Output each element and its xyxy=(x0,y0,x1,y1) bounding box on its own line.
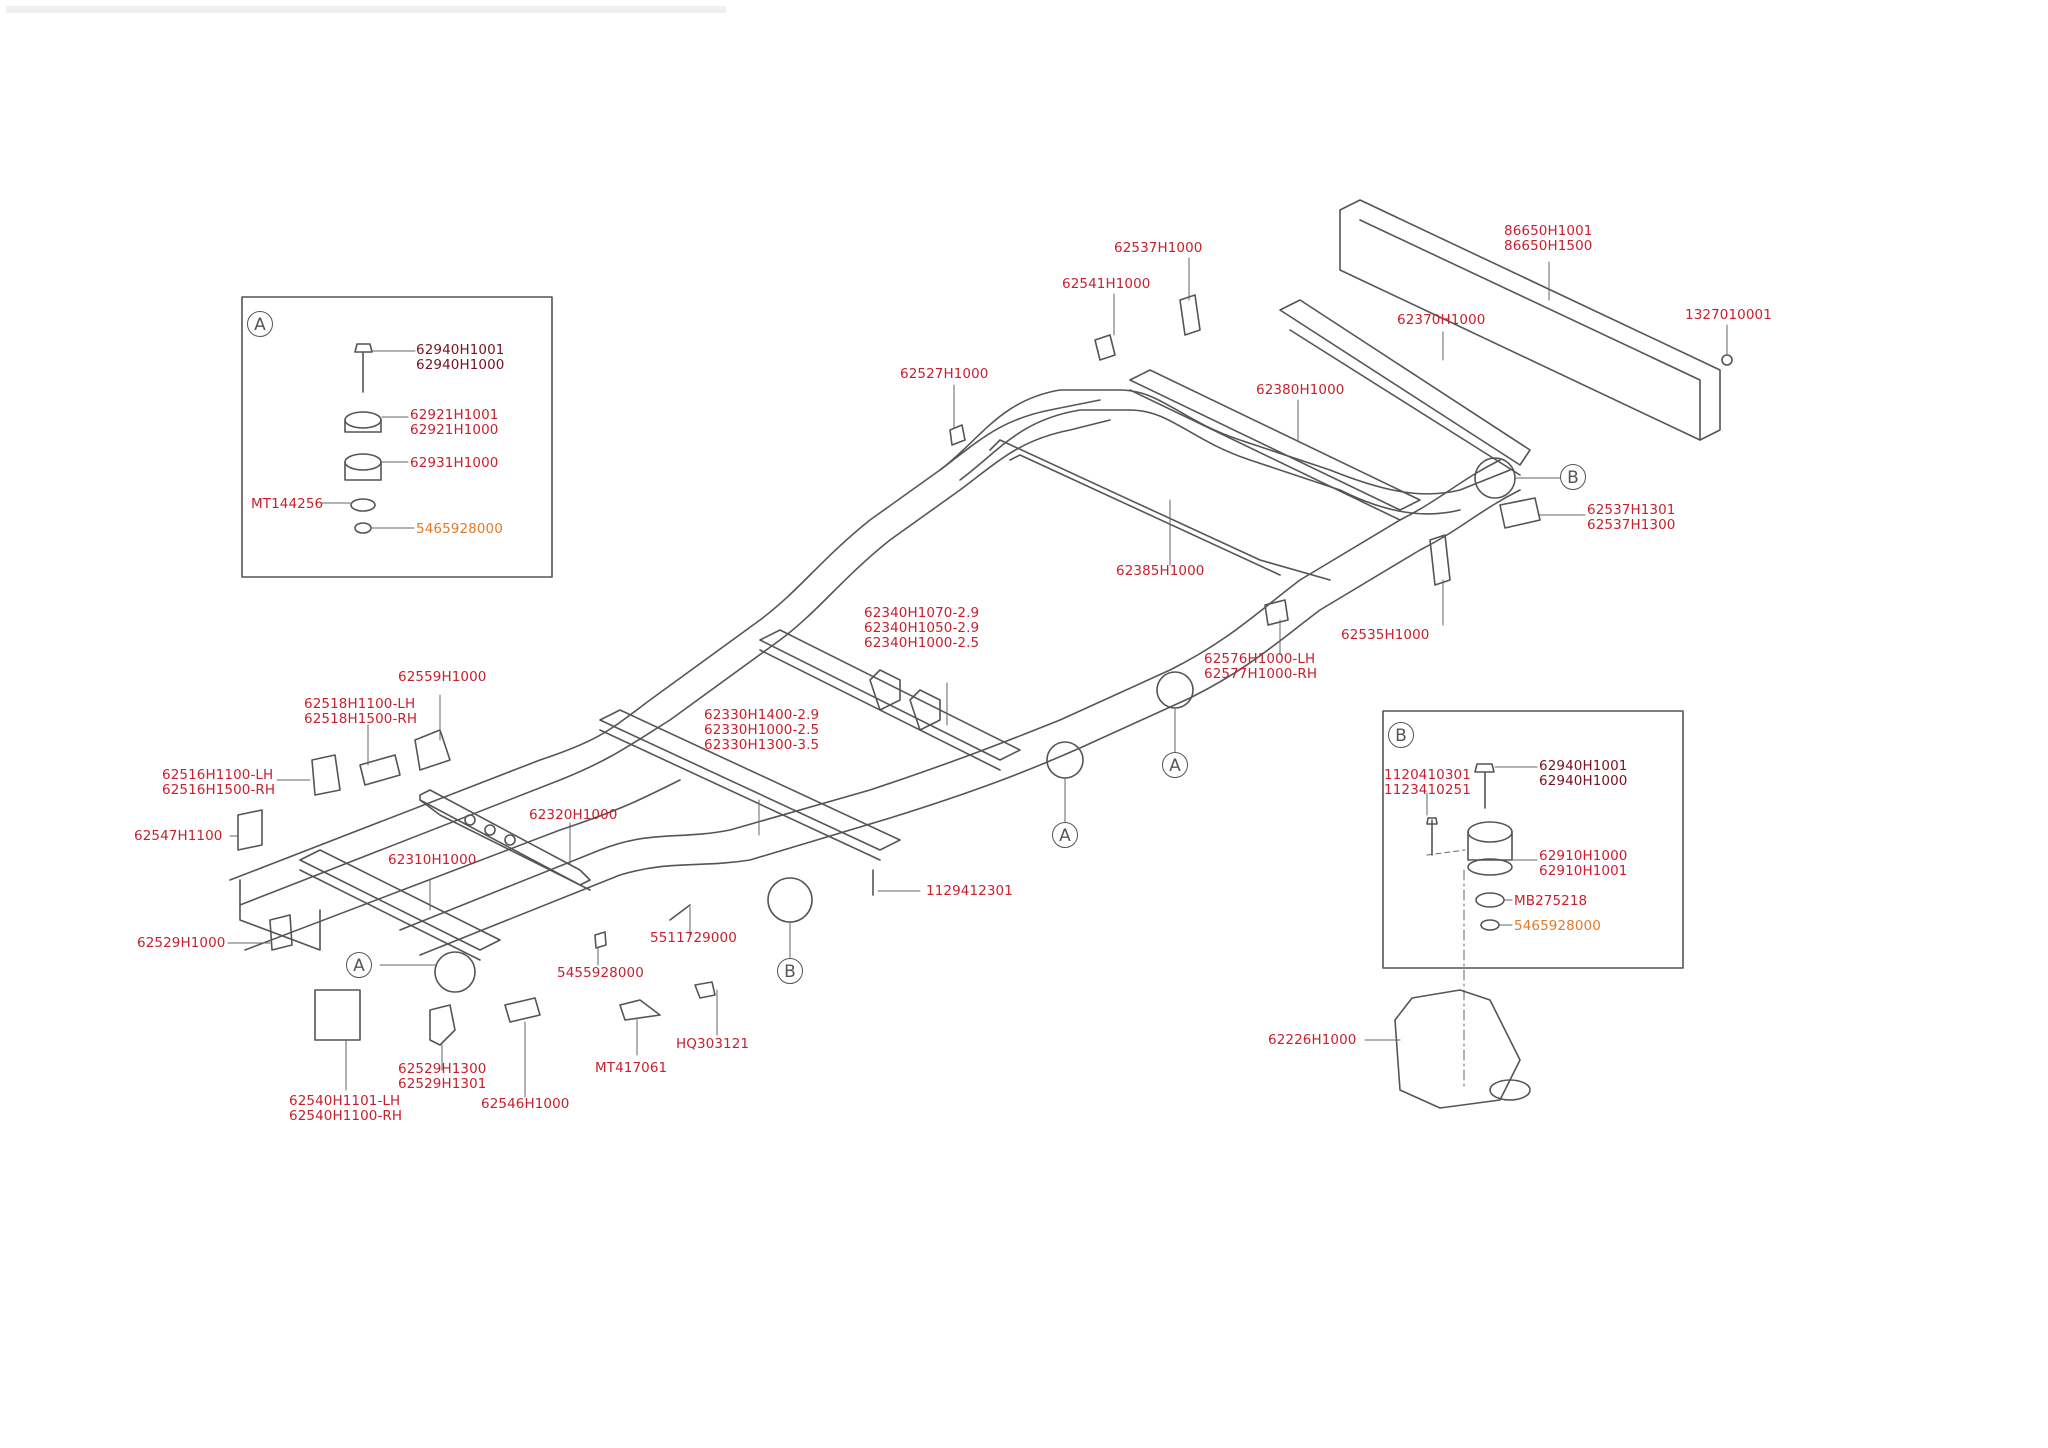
callout-b[interactable]: B xyxy=(1560,464,1586,490)
mount-pad-b1 xyxy=(767,877,813,923)
part-mt417061 xyxy=(619,999,661,1021)
part-label-62529h1000[interactable]: 62529H1000 xyxy=(137,935,226,951)
part-label[interactable]: 5465928000 xyxy=(1514,918,1601,934)
crossmember-62340 xyxy=(759,629,1021,771)
frame-front-section xyxy=(939,389,1511,581)
part-label-mt417061[interactable]: MT417061 xyxy=(595,1060,668,1076)
mount-pad-a1 xyxy=(1156,671,1194,709)
part-62576 xyxy=(1264,599,1289,626)
scan-top-edge xyxy=(6,6,726,13)
part-62537h1301 xyxy=(1499,497,1541,529)
detail-b-callout: B xyxy=(1388,722,1414,748)
callout-a[interactable]: A xyxy=(1052,822,1078,848)
part-label-62559h1000[interactable]: 62559H1000 xyxy=(398,669,487,685)
part-label-5455928000[interactable]: 5455928000 xyxy=(557,965,644,981)
part-label-62370h1000[interactable]: 62370H1000 xyxy=(1397,312,1486,328)
part-label[interactable]: MT144256 xyxy=(251,496,324,512)
part-label-62226h1000[interactable]: 62226H1000 xyxy=(1268,1032,1357,1048)
part-hq303121 xyxy=(694,981,716,999)
part-label-5511729000[interactable]: 5511729000 xyxy=(650,930,737,946)
part-62527 xyxy=(949,424,966,446)
part-label-62535h1000[interactable]: 62535H1000 xyxy=(1341,627,1430,643)
part-label-62380h1000[interactable]: 62380H1000 xyxy=(1256,382,1345,398)
part-label[interactable]: MB275218 xyxy=(1514,893,1588,909)
detail-a-frame xyxy=(241,296,553,578)
part-5511729000-bolt xyxy=(669,904,691,921)
crossmember-62330 xyxy=(599,709,901,861)
crossmember-62310 xyxy=(299,849,501,961)
detail-a-callout: A xyxy=(247,311,273,337)
part-62529h1300 xyxy=(429,1004,456,1046)
crossmember-62380 xyxy=(1129,369,1421,521)
part-62537h1000 xyxy=(1179,294,1201,336)
part-label-62547h1100[interactable]: 62547H1100 xyxy=(134,828,223,844)
callout-a[interactable]: A xyxy=(1162,752,1188,778)
frame-rail-right xyxy=(399,459,1521,956)
detail-b-frame xyxy=(1382,710,1684,969)
part-label-62385h1000[interactable]: 62385H1000 xyxy=(1116,563,1205,579)
small-parts xyxy=(237,294,1733,1046)
part-label[interactable]: 62931H1000 xyxy=(410,455,499,471)
callout-b[interactable]: B xyxy=(777,958,803,984)
part-62559 xyxy=(414,729,451,771)
part-62547 xyxy=(237,809,263,851)
crossmember-62320 xyxy=(419,789,591,891)
callout-a[interactable]: A xyxy=(346,952,372,978)
part-62541 xyxy=(1094,334,1116,361)
part-62518 xyxy=(359,754,401,786)
part-label-1129412301[interactable]: 1129412301 xyxy=(926,883,1013,899)
rear-frame-end xyxy=(239,879,321,951)
detail-a-parts xyxy=(344,343,382,534)
part-5455928000-nut xyxy=(594,931,607,949)
detail-a-leaders xyxy=(321,350,416,529)
part-1327010001-nut xyxy=(1721,354,1733,366)
bumper-86650 xyxy=(1339,199,1721,441)
mount-pad-b2 xyxy=(1474,457,1516,499)
mount-pad-a3 xyxy=(434,951,476,993)
part-62535 xyxy=(1429,534,1451,586)
part-label[interactable]: 5465928000 xyxy=(416,521,503,537)
bracket-62226 xyxy=(1394,989,1531,1109)
part-label-62310h1000[interactable]: 62310H1000 xyxy=(388,852,477,868)
crossmember-62370 xyxy=(1279,299,1531,476)
part-label-62537h1000[interactable]: 62537H1000 xyxy=(1114,240,1203,256)
part-label-hq303121[interactable]: HQ303121 xyxy=(676,1036,750,1052)
part-62540 xyxy=(314,989,361,1041)
part-label-62527h1000[interactable]: 62527H1000 xyxy=(900,366,989,382)
part-62546 xyxy=(504,997,541,1023)
part-label-62320h1000[interactable]: 62320H1000 xyxy=(529,807,618,823)
frame-rail-left xyxy=(229,399,1111,951)
part-label-62546h1000[interactable]: 62546H1000 xyxy=(481,1096,570,1112)
main-leaders xyxy=(227,257,1728,1098)
part-62516 xyxy=(311,754,341,796)
part-label-62541h1000[interactable]: 62541H1000 xyxy=(1062,276,1151,292)
part-62529h1000 xyxy=(269,914,293,951)
part-label-1327010001[interactable]: 1327010001 xyxy=(1685,307,1772,323)
detail-b-leaders xyxy=(1426,766,1538,1091)
